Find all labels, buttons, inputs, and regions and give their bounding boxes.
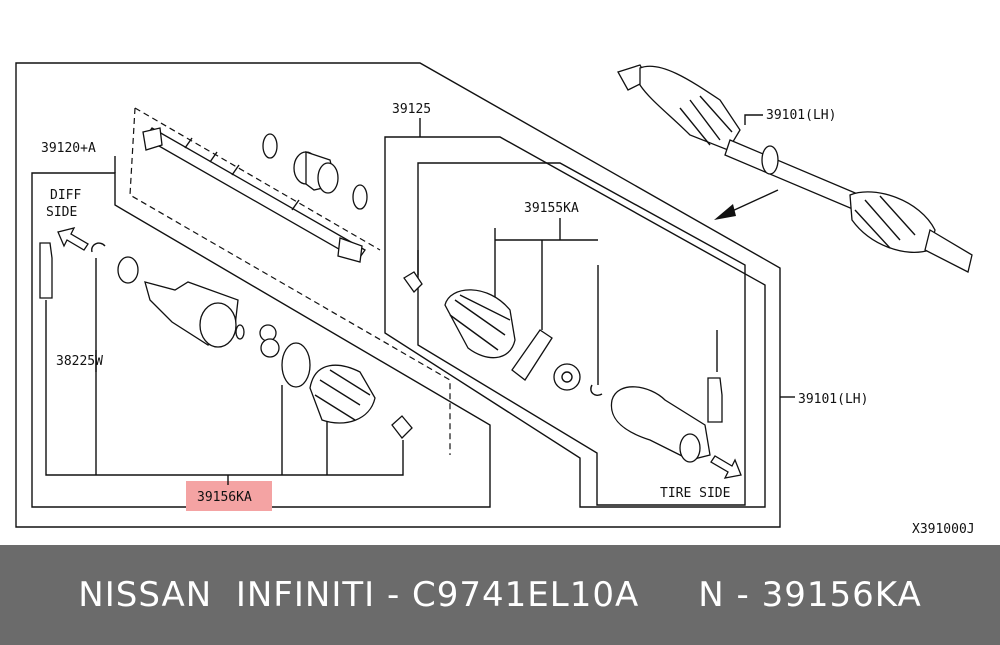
small-clamp-icon xyxy=(391,415,413,439)
footer-bar: NISSAN INFINITI - C9741EL10A N - 39156KA xyxy=(0,545,1000,645)
label-39155ka: 39155KA xyxy=(524,201,579,216)
circlip-icon xyxy=(91,242,106,253)
band-clamp-icon xyxy=(511,329,553,381)
joint-ball-icon xyxy=(553,363,581,391)
leader-39155ka xyxy=(417,218,718,385)
band-clamp-icon xyxy=(281,342,311,388)
circlip-icon xyxy=(590,384,603,396)
label-tire-side: TIRE SIDE xyxy=(660,486,730,501)
label-38225w: 38225W xyxy=(56,354,103,369)
assembled-shaft-icon xyxy=(617,64,973,273)
outer-boot-icon xyxy=(444,289,516,359)
footer-part-number: NISSAN INFINITI - C9741EL10A N - 39156KA xyxy=(78,575,922,615)
inner-left-frame xyxy=(31,172,491,508)
spider-icon xyxy=(235,324,280,358)
right-group-frame xyxy=(384,136,766,508)
outer-joint-icon xyxy=(610,386,711,463)
leader-39101-top xyxy=(744,114,763,125)
snap-ring-icon xyxy=(117,256,139,284)
inner-joint-housing-icon xyxy=(144,281,239,348)
ring-icon xyxy=(235,324,245,340)
small-clamp-icon xyxy=(403,271,423,294)
grease-tube-icon xyxy=(707,377,723,423)
inner-boot-icon xyxy=(309,364,376,424)
label-39156ka: 39156KA xyxy=(197,490,252,505)
direction-arrowhead-icon xyxy=(714,204,736,220)
right-boot-frame xyxy=(417,162,746,506)
drive-shaft-icon xyxy=(142,127,366,263)
diff-side-arrow-icon xyxy=(57,227,89,251)
parts-diagram: 39120+A DIFF SIDE 38225W 39156KA 39125 3… xyxy=(15,62,975,537)
label-39101-lh-top: 39101(LH) xyxy=(766,108,836,123)
shaft-dashed-region xyxy=(129,107,451,455)
outer-frame xyxy=(15,62,781,528)
label-39101-lh-right: 39101(LH) xyxy=(798,392,868,407)
tire-side-arrow-icon xyxy=(710,455,742,479)
ring-icon xyxy=(352,184,368,210)
label-diff: DIFF xyxy=(50,188,81,203)
label-diagram-code: X391000J xyxy=(912,522,975,537)
damper-icon xyxy=(293,151,339,194)
ring-icon xyxy=(262,133,278,159)
label-side: SIDE xyxy=(46,205,77,220)
label-highlight xyxy=(186,481,272,511)
shaft-end-icon xyxy=(39,242,53,299)
label-39125: 39125 xyxy=(392,102,431,117)
label-39120-a: 39120+A xyxy=(41,141,96,156)
direction-arrow-icon xyxy=(729,189,779,213)
